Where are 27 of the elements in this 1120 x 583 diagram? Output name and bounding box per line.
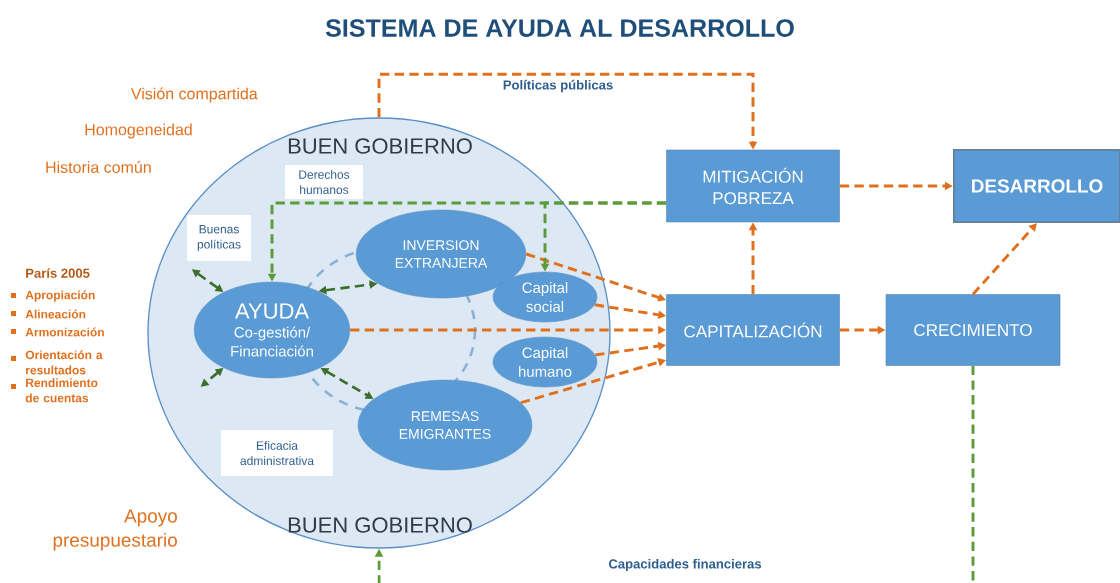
list-item: Orientación a resultados — [11, 350, 103, 375]
text-box: Eficacia administrativa — [221, 430, 333, 476]
process-box: DESARROLLO — [953, 149, 1120, 223]
ellipse-node: AYUDA Co-gestión/ Financiación — [193, 281, 351, 379]
text-box: Buenas políticas — [187, 215, 251, 261]
side-label: Historia común — [46, 161, 151, 173]
process-box: CAPITALIZACIÓN — [666, 294, 840, 366]
side-label: Visión compartida — [130, 87, 258, 103]
circle-heading: BUEN GOBIERNO — [288, 517, 472, 533]
ellipse-node: Capital humano — [492, 336, 598, 388]
edge-label: Políticas públicas — [501, 78, 615, 94]
ellipse-node: Capital social — [492, 271, 598, 323]
side-label: París 2005 — [26, 268, 90, 278]
text-box: Derechos humanos — [285, 165, 363, 199]
dashed-arrow — [971, 223, 1037, 296]
list-item: Rendimiento de cuentas — [11, 378, 98, 403]
list-item: Apropiación — [11, 290, 95, 302]
list-item: Armonización — [11, 327, 104, 337]
side-label: Homogeneidad — [85, 123, 192, 139]
list-item: Alineación — [11, 309, 86, 319]
side-label: Apoyo presupuestario — [53, 509, 177, 551]
circle-heading: BUEN GOBIERNO — [288, 138, 472, 154]
side-label: Capacidades financieras — [608, 558, 762, 572]
process-box: CRECIMIENTO — [885, 294, 1061, 366]
process-box: MITIGACIÓN POBREZA — [666, 149, 840, 223]
ellipse-node: REMESAS EMIGRANTES — [357, 379, 533, 471]
title: SISTEMA DE AYUDA AL DESARROLLO — [325, 19, 794, 37]
